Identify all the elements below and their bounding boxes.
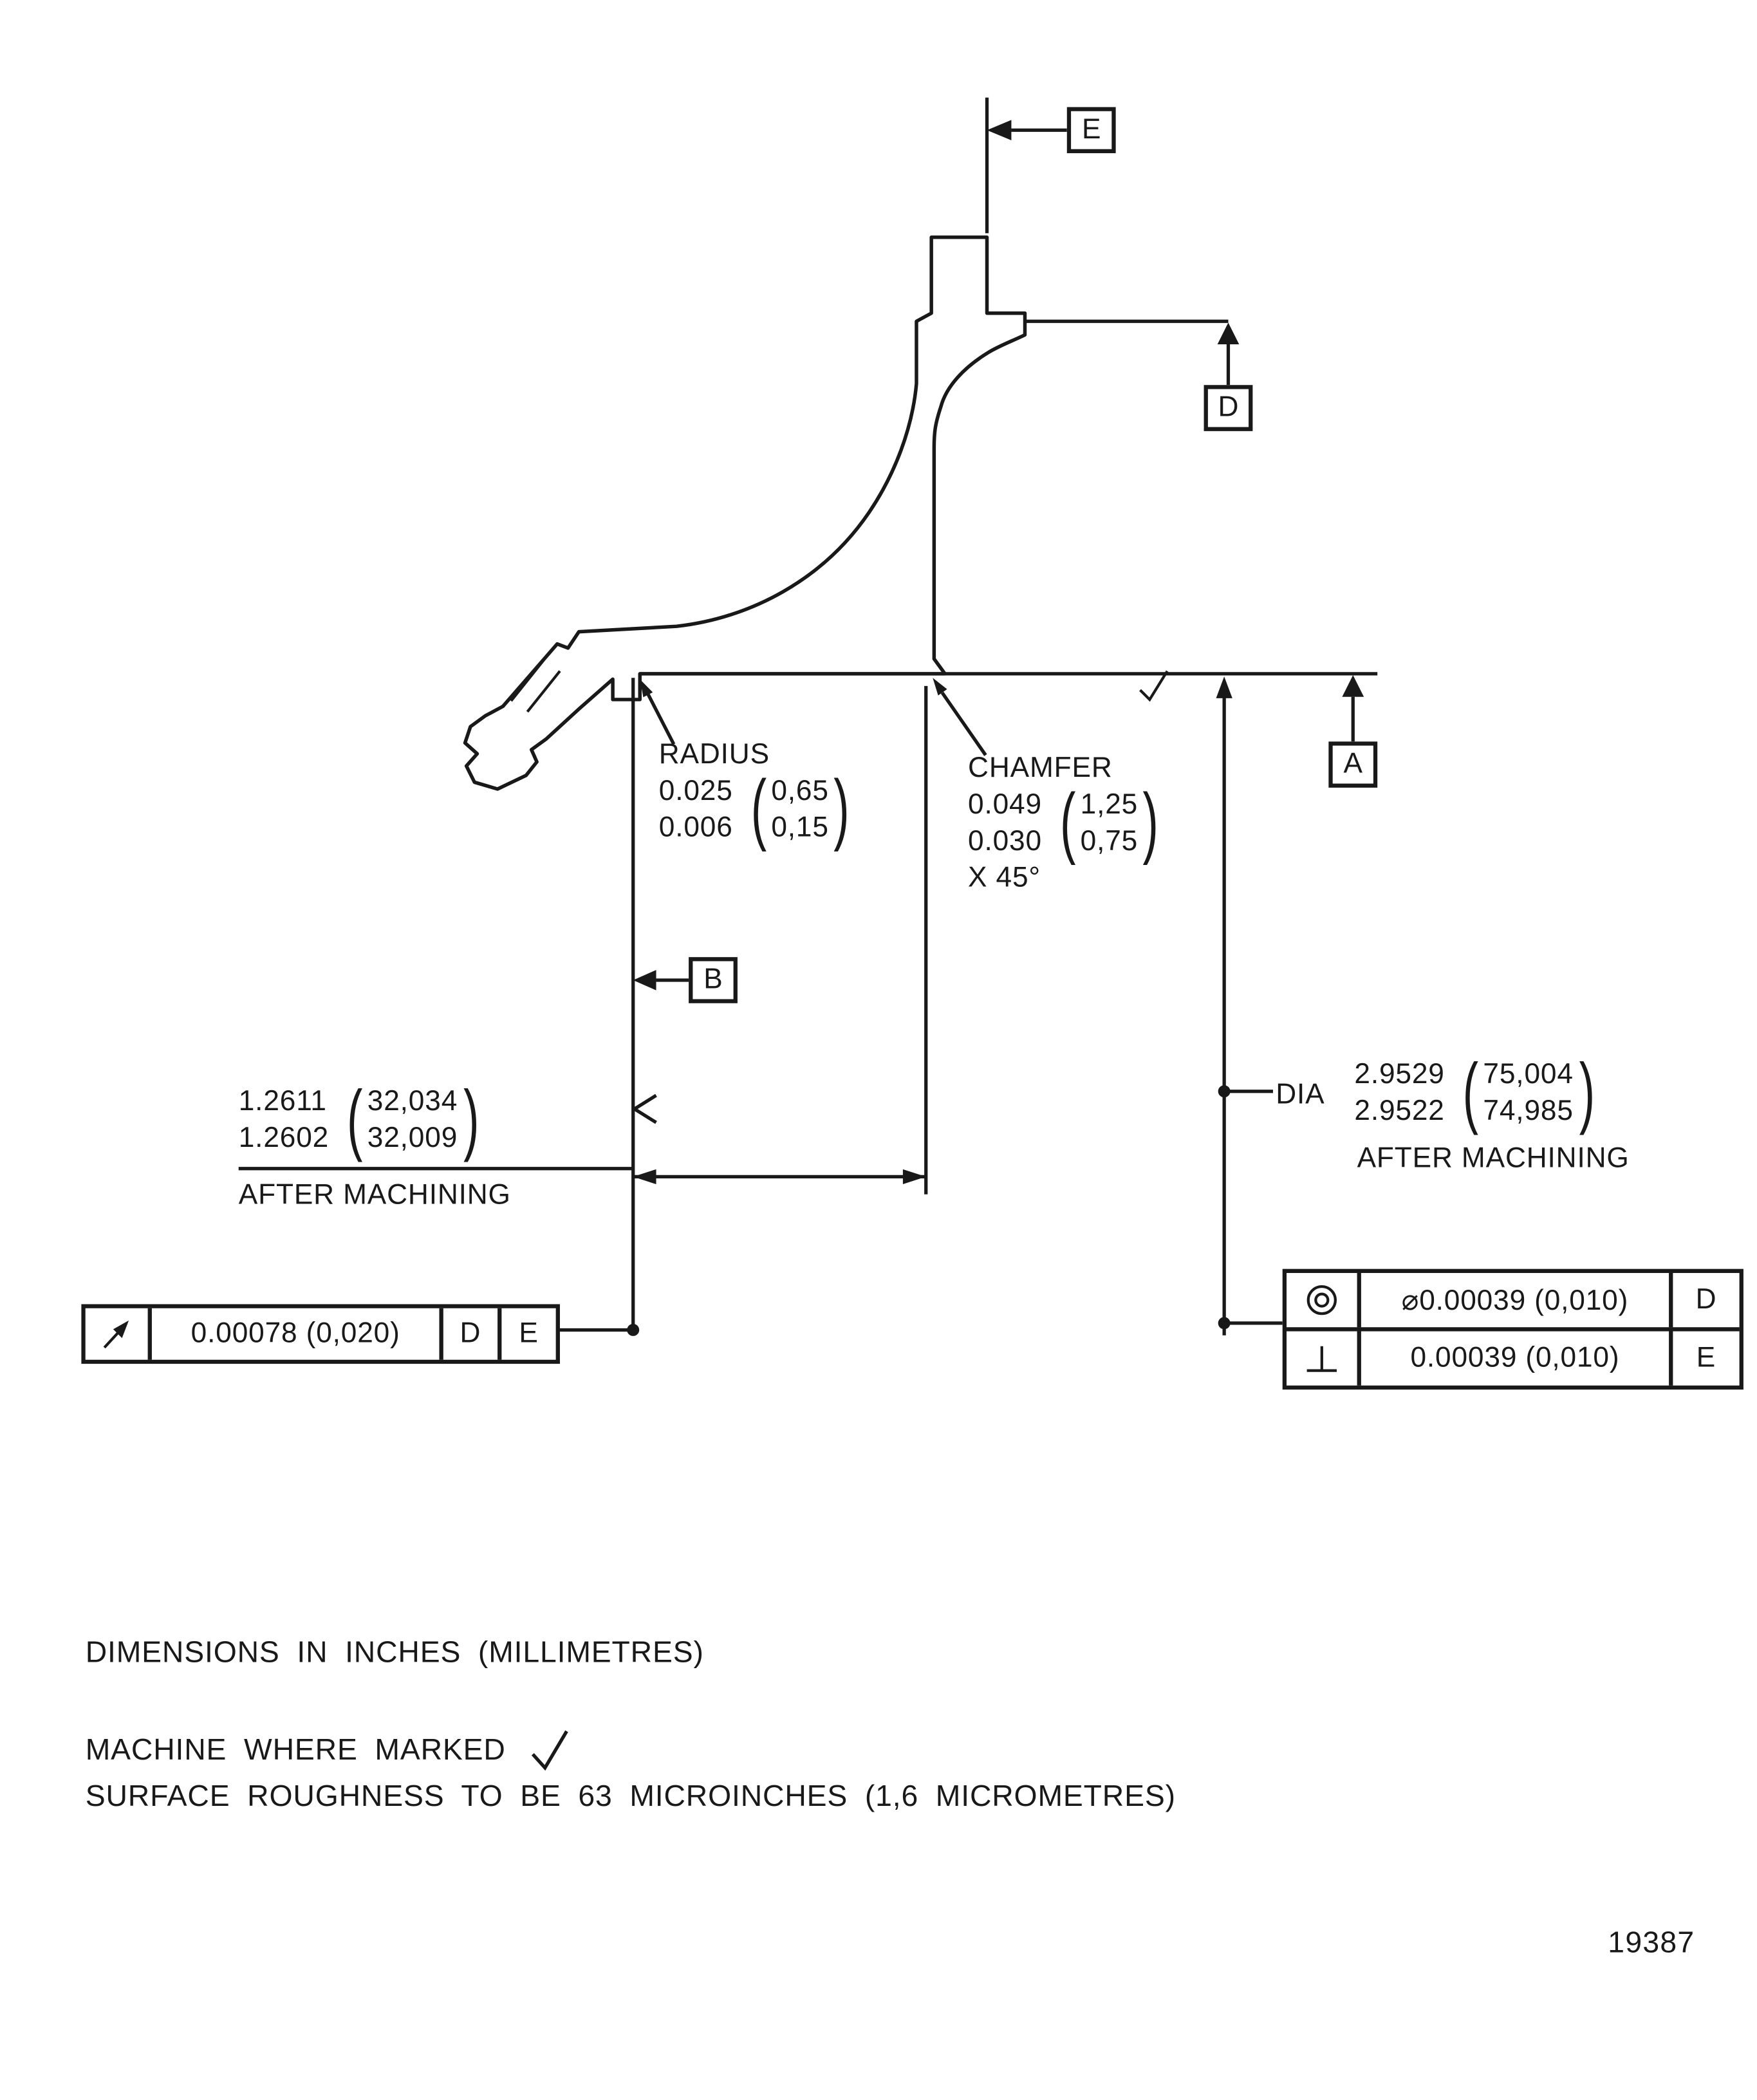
chamfer-inch-min: 0.030 xyxy=(968,825,1042,857)
chamfer-label: CHAMFER xyxy=(968,752,1113,784)
figure-number: 19387 xyxy=(1608,1925,1695,1959)
diameter-values: 2.9529 2.9522 ( 75,004 74,985 ) xyxy=(1354,1048,1599,1137)
datum-a-label: A xyxy=(1328,741,1378,788)
radius-values: 0.025 0.006 ( 0,65 0,15 ) xyxy=(658,765,855,853)
big-paren-open: ( xyxy=(1059,778,1075,867)
radius-mm-min: 0,15 xyxy=(771,812,829,844)
dia-inch-min: 2.9522 xyxy=(1354,1095,1445,1127)
datum-b-label: B xyxy=(689,957,738,1003)
datum-d-label: D xyxy=(1204,385,1253,431)
dia-mm-min: 74,985 xyxy=(1483,1095,1574,1127)
concentricity-icon xyxy=(1287,1273,1357,1327)
note-machine: MACHINE WHERE MARKED xyxy=(86,1727,573,1774)
chamfer-mm-min: 0,75 xyxy=(1080,825,1139,857)
dia-mm-max: 75,004 xyxy=(1483,1059,1574,1090)
big-paren-close: ) xyxy=(1578,1048,1595,1137)
surface-check-icon xyxy=(1139,670,1169,702)
fcf-connector-left xyxy=(549,1323,640,1336)
datum-e-label: E xyxy=(1066,107,1116,154)
note-units: DIMENSIONS IN INCHES (MILLIMETRES) xyxy=(85,1635,704,1669)
concentricity-datum-ref: D xyxy=(1669,1272,1740,1328)
part-profile xyxy=(463,235,1027,791)
datum-e-flag xyxy=(985,97,1067,234)
width-dimension-callout: 1.2611 1.2602 ( 32,034 32,009 ) xyxy=(238,1075,484,1164)
big-paren-open: ( xyxy=(750,765,767,853)
runout-datum-ref-e: E xyxy=(497,1308,556,1360)
datum-a-flag xyxy=(945,670,1378,742)
circular-runout-icon xyxy=(86,1308,148,1360)
radius-inch-min: 0.006 xyxy=(658,812,733,844)
perpendicularity-tolerance-value: 0.00039 (0,010) xyxy=(1357,1327,1669,1386)
check-icon xyxy=(531,1730,568,1771)
chamfer-values: 0.049 0.030 ( 1,25 0,75 ) xyxy=(968,778,1164,867)
perpendicularity-datum-ref: E xyxy=(1669,1327,1740,1386)
datum-d-flag xyxy=(1025,319,1240,386)
big-paren-close: ) xyxy=(833,765,850,853)
diameter-dimension-line xyxy=(1216,676,1283,1335)
radius-inch-max: 0.025 xyxy=(658,775,733,807)
note-machine-text: MACHINE WHERE MARKED xyxy=(85,1733,506,1767)
width-inch-min: 1.2602 xyxy=(238,1122,330,1154)
runout-datum-ref-d: D xyxy=(439,1308,497,1360)
note-roughness: SURFACE ROUGHNESS TO BE 63 MICROINCHES (… xyxy=(85,1778,1176,1813)
radius-label: RADIUS xyxy=(658,739,770,770)
width-values: 1.2611 1.2602 ( 32,034 32,009 ) xyxy=(238,1075,484,1164)
big-paren-close: ) xyxy=(463,1075,479,1164)
chamfer-callout: CHAMFER 0.049 0.030 ( 1,25 0,75 ) X 45° xyxy=(968,750,1164,896)
width-mm-min: 32,009 xyxy=(367,1122,458,1154)
chamfer-mm-max: 1,25 xyxy=(1080,788,1139,821)
concentricity-tolerance-value: ⌀0.00039 (0,010) xyxy=(1357,1272,1669,1328)
dia-label: DIA xyxy=(1276,1079,1325,1111)
dia-after-machining-note: AFTER MACHINING xyxy=(1357,1142,1630,1175)
runout-feature-control-frame: 0.00078 (0,020) D E xyxy=(81,1304,560,1364)
radius-mm-max: 0,65 xyxy=(771,775,829,807)
dia-inch-max: 2.9529 xyxy=(1354,1059,1445,1090)
width-after-machining-note: AFTER MACHINING xyxy=(238,1179,511,1211)
chamfer-leader xyxy=(933,678,987,756)
width-dimension-lines xyxy=(238,685,928,1194)
break-hatch-lines xyxy=(510,659,561,713)
diameter-callout: 2.9529 2.9522 ( 75,004 74,985 ) xyxy=(1354,1048,1599,1137)
perpendicularity-icon xyxy=(1287,1327,1357,1386)
width-mm-max: 32,034 xyxy=(367,1086,458,1117)
width-inch-max: 1.2611 xyxy=(238,1086,327,1117)
location-feature-control-frames: ⌀0.00039 (0,010) D 0.00039 (0,010) E xyxy=(1282,1268,1743,1390)
radius-callout: RADIUS 0.025 0.006 ( 0,65 0,15 ) xyxy=(658,736,855,853)
chamfer-inch-max: 0.049 xyxy=(968,788,1042,821)
datum-b-flag xyxy=(631,678,689,1335)
radius-leader xyxy=(640,679,676,745)
runout-tolerance-value: 0.00078 (0,020) xyxy=(147,1308,440,1360)
big-paren-open: ( xyxy=(346,1075,362,1164)
chamfer-angle: X 45° xyxy=(968,862,1041,894)
big-paren-open: ( xyxy=(1462,1048,1478,1137)
big-paren-close: ) xyxy=(1143,778,1159,867)
